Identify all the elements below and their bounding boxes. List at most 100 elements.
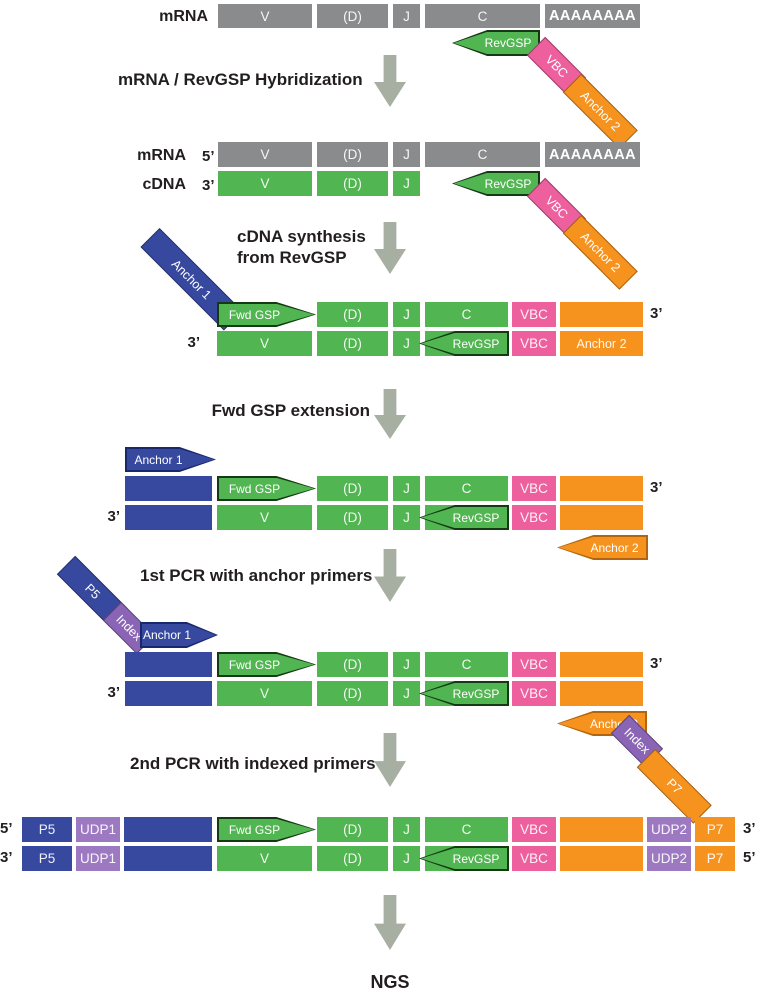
revgsp-label: RevGSP (452, 686, 500, 701)
segment-d: (D) (317, 171, 388, 196)
fwd-gsp-label: Fwd GSP (228, 481, 281, 496)
three-prime-label: 3’ (202, 177, 215, 194)
segment-udp2: UDP2 (647, 817, 691, 842)
down-arrow-icon (374, 549, 406, 602)
segment-vbc: VBC (512, 681, 556, 706)
down-arrow-icon (374, 733, 406, 787)
five-prime-label: 5’ (202, 148, 215, 165)
mrna-label: mRNA (159, 8, 208, 25)
segment-vbc: VBC (512, 476, 556, 501)
anchor1-primer-arrow: Anchor 1 (125, 447, 216, 472)
segment-j: J (393, 142, 420, 167)
three-prime-label: 3’ (650, 479, 663, 496)
fwd-gsp-label: Fwd GSP (228, 657, 281, 672)
segment-v: V (217, 331, 312, 356)
segment-j: J (393, 476, 420, 501)
revgsp-primer-arrow: RevGSP (419, 681, 509, 706)
segment-p5: P5 (22, 846, 72, 871)
five-prime-label: 5’ (0, 820, 13, 837)
segment-v: V (217, 681, 312, 706)
segment-p7: P7 (695, 846, 735, 871)
revgsp-primer-arrow: RevGSP (452, 30, 540, 56)
cdna-row-label: cDNA (142, 176, 186, 193)
segment-d: (D) (317, 142, 388, 167)
revgsp-label: RevGSP (452, 510, 500, 525)
segment-anchor1-region (124, 846, 212, 871)
segment-c: C (425, 142, 540, 167)
three-prime-label: 3’ (0, 849, 13, 866)
segment-d: (D) (317, 681, 388, 706)
segment-polya: AAAAAAAA (545, 142, 640, 167)
revgsp-label: RevGSP (484, 176, 532, 191)
revgsp-primer-arrow: RevGSP (419, 331, 509, 356)
three-prime-label: 3’ (187, 334, 200, 351)
segment-anchor1-region (125, 652, 212, 677)
segment-anchor2-region (560, 817, 643, 842)
segment-p5: P5 (22, 817, 72, 842)
fwd-gsp-primer-arrow: Fwd GSP (217, 652, 316, 677)
segment-c: C (425, 4, 540, 28)
ngs-label: NGS (370, 972, 410, 992)
segment-d: (D) (317, 652, 388, 677)
segment-vbc: VBC (512, 846, 556, 871)
fwd-gsp-primer-arrow: Fwd GSP (217, 476, 316, 501)
segment-anchor2-region (560, 652, 643, 677)
fwd-gsp-label: Fwd GSP (228, 822, 281, 837)
five-prime-label: 5’ (743, 849, 756, 866)
down-arrow-icon (374, 222, 406, 274)
segment-j: J (393, 652, 420, 677)
anchor1-label: Anchor 1 (142, 628, 192, 642)
segment-v: V (218, 142, 312, 167)
segment-v: V (218, 171, 312, 196)
anchor2-segment: Anchor 2 (562, 214, 638, 290)
three-prime-label: 3’ (107, 508, 120, 525)
down-arrow-icon (374, 55, 406, 107)
segment-v: V (217, 846, 312, 871)
revgsp-primer-arrow: RevGSP (419, 846, 509, 871)
segment-anchor2-region (560, 476, 643, 501)
fwd-gsp-primer-arrow: Fwd GSP (217, 302, 316, 327)
anchor2-label: Anchor 2 (590, 540, 639, 555)
segment-anchor2-region (560, 681, 643, 706)
segment-c: C (425, 302, 508, 327)
p7-segment: P7 (636, 748, 712, 824)
segment-j: J (393, 817, 420, 842)
segment-vbc: VBC (512, 652, 556, 677)
segment-udp2: UDP2 (647, 846, 691, 871)
segment-d: (D) (317, 476, 388, 501)
anchor2-segment: Anchor 2 (562, 73, 638, 149)
step-label-cdna-synthesis-line1: cDNA synthesis (237, 227, 366, 246)
anchor1-primer-arrow: Anchor 1 (140, 622, 218, 648)
segment-vbc: VBC (512, 505, 556, 530)
segment-anchor1-region (124, 817, 212, 842)
segment-anchor1-region (125, 505, 212, 530)
three-prime-label: 3’ (743, 820, 756, 837)
segment-vbc: VBC (512, 302, 556, 327)
segment-d: (D) (317, 846, 388, 871)
segment-d: (D) (317, 331, 388, 356)
fwd-gsp-primer-arrow: Fwd GSP (217, 817, 316, 842)
segment-vbc: VBC (512, 331, 556, 356)
revgsp-primer-arrow: RevGSP (419, 505, 509, 530)
segment-d: (D) (317, 817, 388, 842)
step-label-second-pcr: 2nd PCR with indexed primers (130, 754, 376, 773)
segment-j: J (393, 171, 420, 196)
segment-udp1: UDP1 (76, 817, 120, 842)
segment-anchor1-region (125, 681, 212, 706)
down-arrow-icon (374, 389, 406, 439)
segment-j: J (393, 331, 420, 356)
segment-j: J (393, 302, 420, 327)
segment-j: J (393, 681, 420, 706)
step-label-first-pcr: 1st PCR with anchor primers (140, 566, 373, 585)
segment-j: J (393, 846, 420, 871)
revgsp-label: RevGSP (484, 36, 532, 50)
step-label-cdna-synthesis-line2: from RevGSP (237, 248, 347, 267)
fwd-gsp-label: Fwd GSP (228, 307, 281, 322)
segment-vbc: VBC (512, 817, 556, 842)
segment-polya: AAAAAAAA (545, 4, 640, 28)
segment-p7: P7 (695, 817, 735, 842)
segment-c: C (425, 476, 508, 501)
segment-anchor2-region (560, 505, 643, 530)
anchor2-primer-arrow: Anchor 2 (557, 535, 648, 560)
